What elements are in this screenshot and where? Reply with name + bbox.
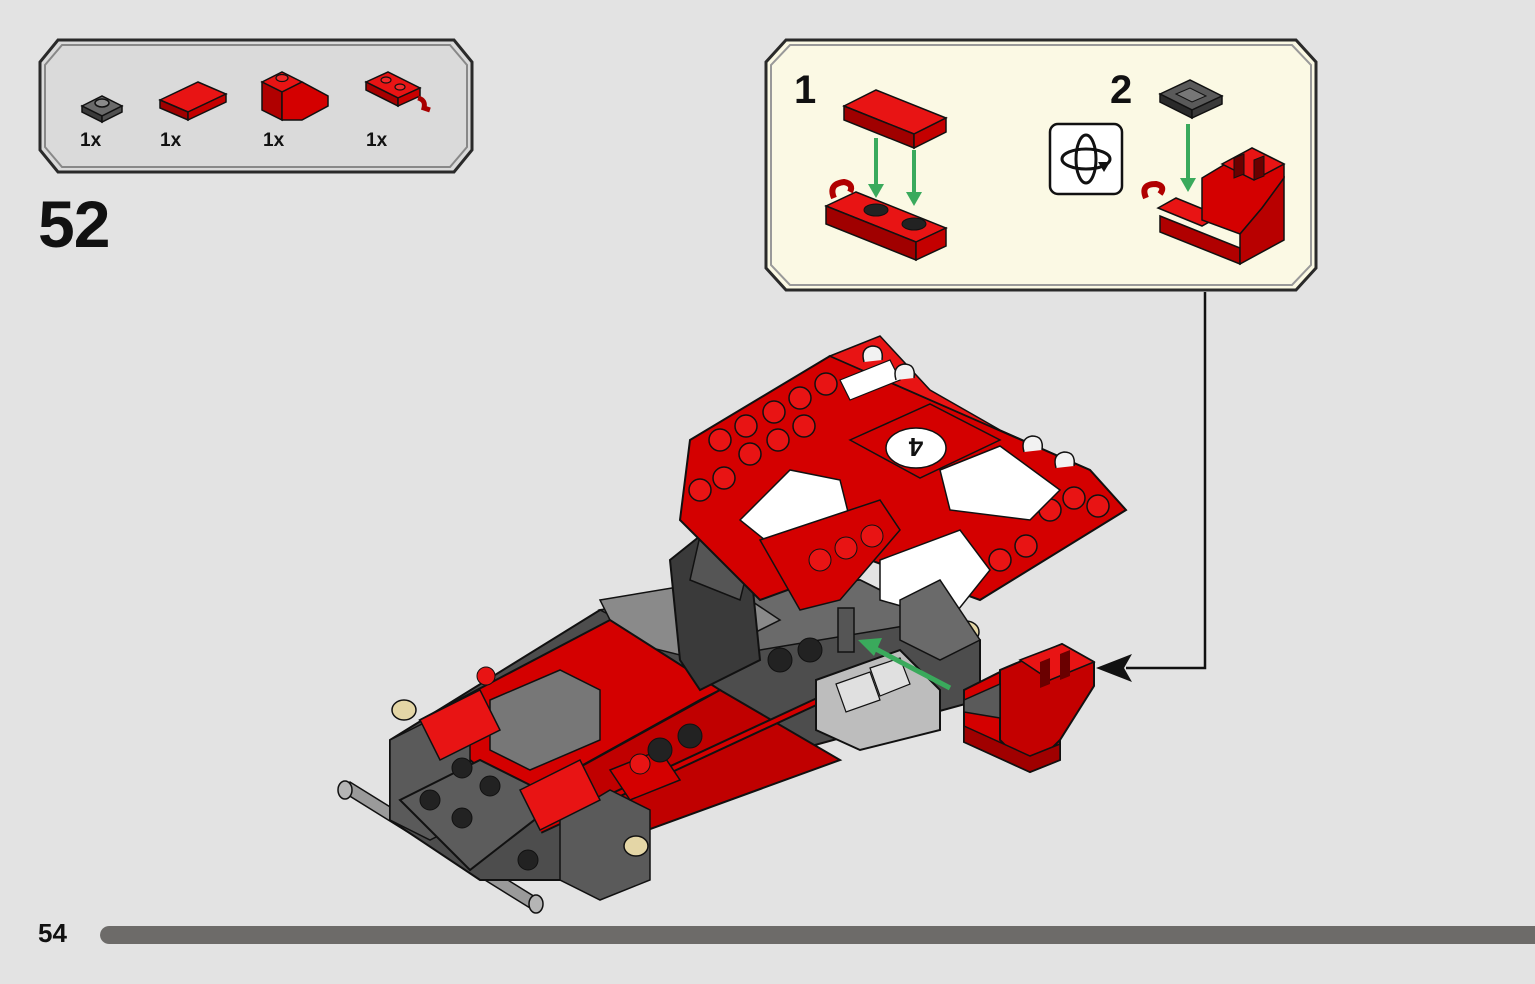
part-count: 1x (80, 130, 102, 151)
sub-step-2-label: 2 (1110, 68, 1133, 112)
sub-step-2-illustration (1141, 79, 1286, 266)
callout-arrow-icon (1096, 654, 1132, 682)
part-count: 1x (160, 130, 182, 151)
gray-round-plate-icon (80, 95, 124, 124)
loose-subassembly (963, 642, 1096, 774)
rotate-model-icon (1048, 122, 1124, 196)
red-clip-plate-icon (364, 71, 431, 113)
red-tile-1x2-icon (158, 81, 228, 122)
sub-assembly-frame (764, 38, 1318, 292)
insert-arrow (872, 645, 952, 691)
hood-studs (688, 372, 1110, 588)
step-number: 52 (38, 187, 110, 261)
parts-list-box: 1x 1x 1x 1x (38, 38, 474, 174)
part-count: 1x (263, 130, 285, 151)
sub-step-1-label: 1 (794, 68, 817, 112)
parts-list-frame (38, 38, 474, 174)
svg-text:4: 4 (908, 432, 923, 462)
sub-step-1-illustration (824, 89, 948, 262)
progress-bar-fill (100, 926, 1535, 944)
red-slope-brick-icon (260, 71, 329, 122)
part-count: 1x (366, 130, 388, 151)
page-number: 54 (38, 918, 67, 948)
sub-assembly-callout: 1 2 (764, 38, 1318, 292)
progress-bar (100, 926, 1535, 944)
callout-connector-line (1126, 292, 1207, 670)
front-clips (862, 345, 1076, 469)
